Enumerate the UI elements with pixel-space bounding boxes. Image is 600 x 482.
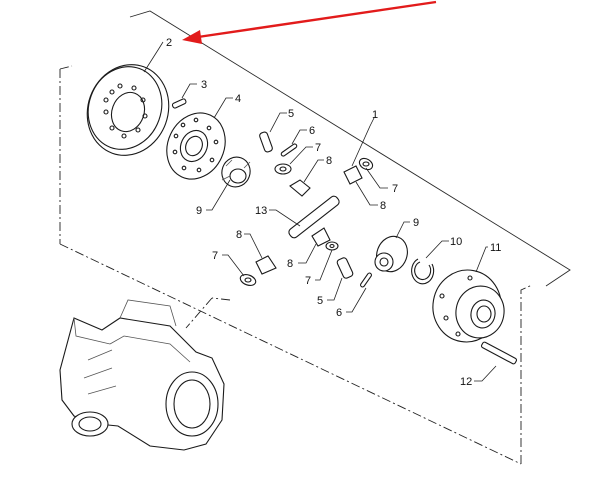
- callout-10: 10: [450, 236, 462, 248]
- cross-shaft: [288, 195, 340, 239]
- transmission-housing: [59, 299, 225, 451]
- callout-3: 3: [201, 79, 207, 91]
- callout-11: 11: [490, 242, 501, 254]
- snap-ring: [411, 258, 435, 285]
- side-gear-lower: [374, 235, 408, 273]
- callout-4: 4: [235, 93, 241, 105]
- housing-outline-dashed: [59, 65, 533, 465]
- roll-pin-upper: [280, 143, 298, 157]
- callout-8-upper-a: 8: [326, 155, 332, 167]
- bevel-pinion-lower-b: [311, 227, 331, 247]
- side-gear-upper: [221, 156, 251, 188]
- callout-9-lower: 9: [413, 217, 419, 229]
- assembly-bracket: [129, 10, 571, 287]
- bolt: [480, 341, 518, 365]
- callout-9-upper: 9: [196, 205, 202, 217]
- callout-2: 2: [166, 37, 172, 49]
- thrust-washer-c: [239, 274, 257, 286]
- differential-housing: [432, 269, 505, 343]
- friction-disc: [86, 64, 170, 156]
- thrust-washer-a: [274, 163, 292, 175]
- callout-5-lower: 5: [317, 295, 323, 307]
- bevel-pinion-upper-a: [289, 179, 311, 197]
- callout-7-lower-b: 7: [305, 275, 311, 287]
- pressure-plate: [166, 112, 226, 180]
- callout-8-upper-b: 8: [380, 200, 386, 212]
- callout-labels: 2 3 4 5 6 7 8 1 7 8 9 13 8 7 8 7 5 6 9 1…: [166, 37, 501, 388]
- bevel-pinion-upper-b: [343, 165, 363, 185]
- pinion-shaft-lower: [336, 257, 354, 279]
- callout-6-lower: 6: [336, 307, 342, 319]
- callout-1: 1: [372, 109, 378, 121]
- callout-8-lower-b: 8: [287, 258, 293, 270]
- callout-12: 12: [460, 376, 472, 388]
- highlight-arrow: [182, 0, 437, 44]
- thrust-washer-d: [325, 241, 339, 251]
- pinion-shaft-upper: [259, 131, 273, 153]
- bevel-pinion-lower-a: [255, 255, 277, 275]
- pin: [171, 98, 187, 109]
- roll-pin-lower: [360, 272, 372, 288]
- callout-5-upper: 5: [288, 108, 294, 120]
- callout-7-lower-a: 7: [212, 250, 218, 262]
- callout-13: 13: [255, 205, 267, 217]
- thrust-washer-b: [358, 157, 374, 171]
- callout-7-upper-b: 7: [392, 183, 398, 195]
- callout-6-upper: 6: [309, 125, 315, 137]
- leader-lines: [143, 41, 497, 382]
- callout-7-upper-a: 7: [315, 142, 321, 154]
- callout-8-lower-a: 8: [236, 229, 242, 241]
